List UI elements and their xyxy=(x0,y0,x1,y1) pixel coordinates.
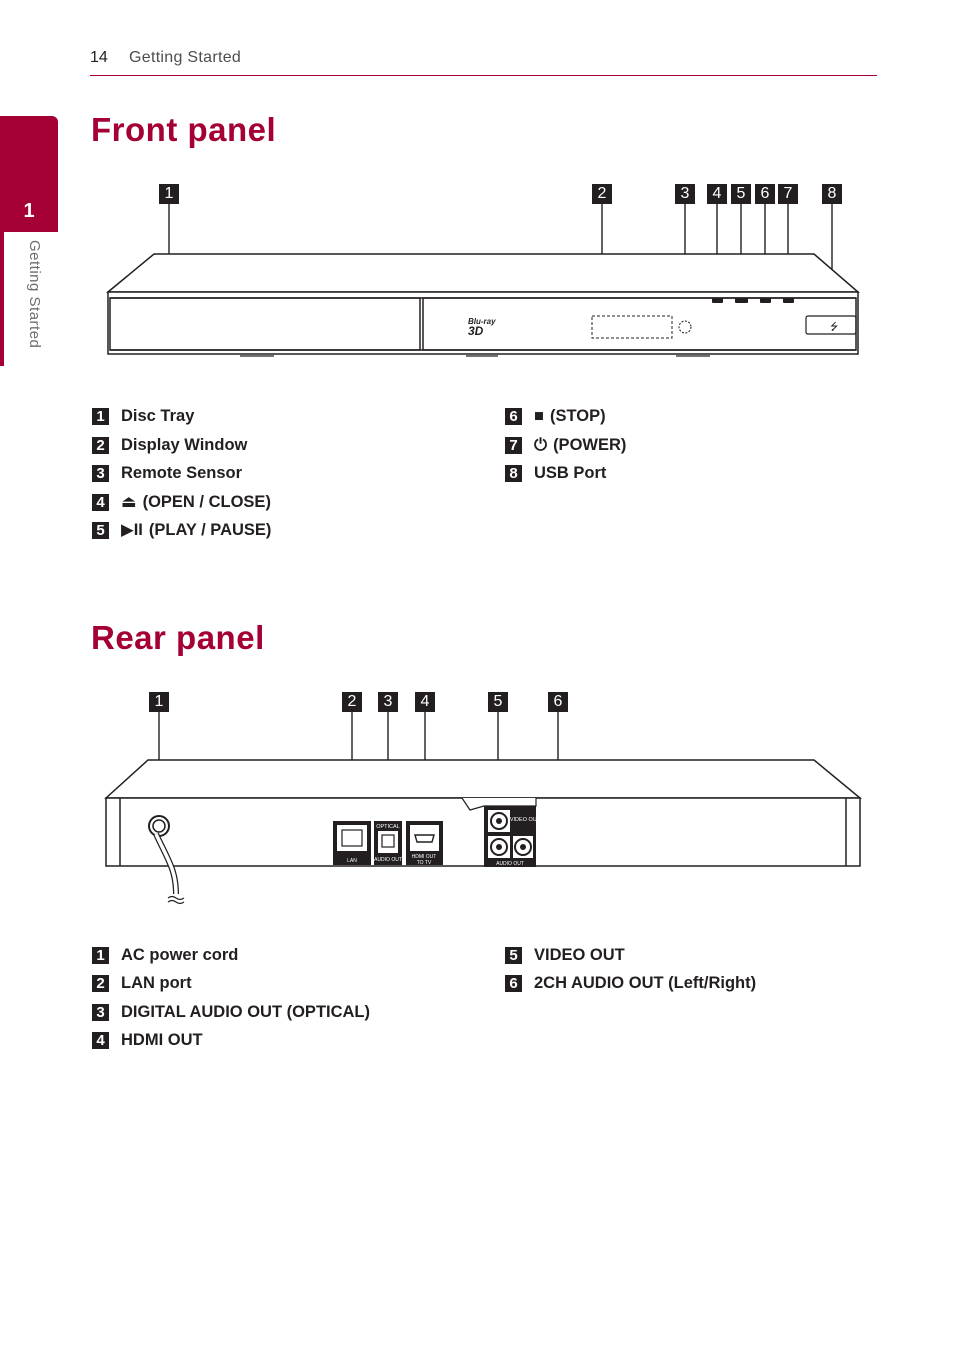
legend-number: 6 xyxy=(505,975,522,992)
hdmi-out-label: HDMI OUT xyxy=(412,854,437,860)
rear-legend-item: 2 LAN port xyxy=(92,974,192,993)
blu-ray-logo: Blu-ray xyxy=(468,317,496,326)
rear-legend-item: 5 VIDEO OUT xyxy=(505,946,625,965)
rear-callout-3: 3 xyxy=(378,692,398,712)
front-callout-1: 1 xyxy=(159,184,179,204)
legend-number: 7 xyxy=(505,437,522,454)
usb-icon: ⭍ xyxy=(830,321,838,333)
legend-label: VIDEO OUT xyxy=(534,946,625,964)
legend-number: 1 xyxy=(92,947,109,964)
rear-callout-5: 5 xyxy=(488,692,508,712)
legend-label: (STOP) xyxy=(549,407,606,425)
legend-label: DIGITAL AUDIO OUT (OPTICAL) xyxy=(121,1003,371,1021)
power-icon: ⏻ xyxy=(534,436,548,454)
optical-port-label: OPTICAL xyxy=(376,824,400,830)
chapter-tab-label: Getting Started xyxy=(26,240,43,349)
front-legend-item: 7 ⏻ (POWER) xyxy=(505,436,626,455)
legend-number: 1 xyxy=(92,408,109,425)
front-callout-3: 3 xyxy=(675,184,695,204)
legend-label: Remote Sensor xyxy=(121,464,243,482)
legend-label: Display Window xyxy=(121,436,248,454)
front-panel-title: Front panel xyxy=(91,111,277,148)
legend-number: 4 xyxy=(92,493,109,511)
rear-callout-1: 1 xyxy=(149,692,169,712)
legend-label: (PLAY / PAUSE) xyxy=(148,520,272,539)
chapter-tab-number: 1 xyxy=(23,200,35,222)
legend-label: LAN port xyxy=(121,974,192,992)
play-pause-icon: ▶II xyxy=(121,521,143,539)
rear-callout-2: 2 xyxy=(342,692,362,712)
front-legend-item: 8 USB Port xyxy=(505,464,606,483)
legend-label: Disc Tray xyxy=(121,407,195,425)
rear-legend-item: 1 AC power cord xyxy=(92,946,238,965)
chapter-tab xyxy=(0,116,58,232)
front-callout-8: 8 xyxy=(822,184,842,204)
front-callout-4: 4 xyxy=(707,184,727,204)
rear-legend-item: 4 HDMI OUT xyxy=(92,1031,203,1050)
front-legend-item: 1 Disc Tray xyxy=(92,407,194,426)
side-tab-rule xyxy=(0,116,4,366)
rear-callout-6: 6 xyxy=(548,692,568,712)
rear-legend-item: 3 DIGITAL AUDIO OUT (OPTICAL) xyxy=(92,1003,370,1022)
legend-number: 2 xyxy=(92,975,109,992)
front-legend-item: 2 Display Window xyxy=(92,436,247,455)
legend-number: 3 xyxy=(92,465,109,482)
legend-number: 2 xyxy=(92,437,109,454)
rear-legend-item: 6 2CH AUDIO OUT (Left/Right) xyxy=(505,974,756,993)
legend-number: 8 xyxy=(505,465,522,482)
front-callout-6: 6 xyxy=(755,184,775,204)
front-legend-item: 4 ⏏ (OPEN / CLOSE) xyxy=(92,492,271,512)
legend-label: (POWER) xyxy=(553,436,627,454)
front-legend-item: 3 Remote Sensor xyxy=(92,464,242,483)
legend-label: 2CH AUDIO OUT (Left/Right) xyxy=(534,974,757,992)
legend-number: 3 xyxy=(92,1004,109,1021)
3d-logo: 3D xyxy=(468,324,484,338)
legend-label: USB Port xyxy=(534,464,607,482)
audio-out-label: AUDIO OUT xyxy=(374,857,402,863)
stop-icon: ■ xyxy=(534,407,544,425)
front-legend-item: 6 ■ (STOP) xyxy=(505,407,606,426)
legend-label: HDMI OUT xyxy=(121,1031,203,1049)
lan-port-label: LAN xyxy=(347,858,357,864)
front-callout-7: 7 xyxy=(778,184,798,204)
to-tv-label: TO TV xyxy=(417,860,432,866)
legend-label: (OPEN / CLOSE) xyxy=(142,492,271,511)
header-rule xyxy=(90,75,877,76)
legend-number: 6 xyxy=(505,408,522,425)
legend-number: 4 xyxy=(92,1032,109,1049)
front-callout-2: 2 xyxy=(592,184,612,204)
front-panel-diagram: ⭍ Blu-ray 3D xyxy=(105,204,861,357)
front-callout-5: 5 xyxy=(731,184,751,204)
legend-number: 5 xyxy=(92,521,109,539)
legend-number: 5 xyxy=(505,947,522,964)
video-out-label: VIDEO OUT xyxy=(510,817,541,823)
page-number: 14 xyxy=(90,49,108,66)
rear-panel-title: Rear panel xyxy=(91,619,265,656)
eject-icon: ⏏ xyxy=(121,493,137,511)
running-header-section: Getting Started xyxy=(129,49,242,66)
legend-label: AC power cord xyxy=(121,946,239,964)
rear-panel-diagram: LAN OPTICAL AUDIO OUT HDMI OUT TO TV VID… xyxy=(104,712,863,905)
audio-out-2ch-label: AUDIO OUT xyxy=(496,861,524,867)
front-legend-item: 5 ▶II (PLAY / PAUSE) xyxy=(92,520,271,540)
rear-callout-4: 4 xyxy=(415,692,435,712)
